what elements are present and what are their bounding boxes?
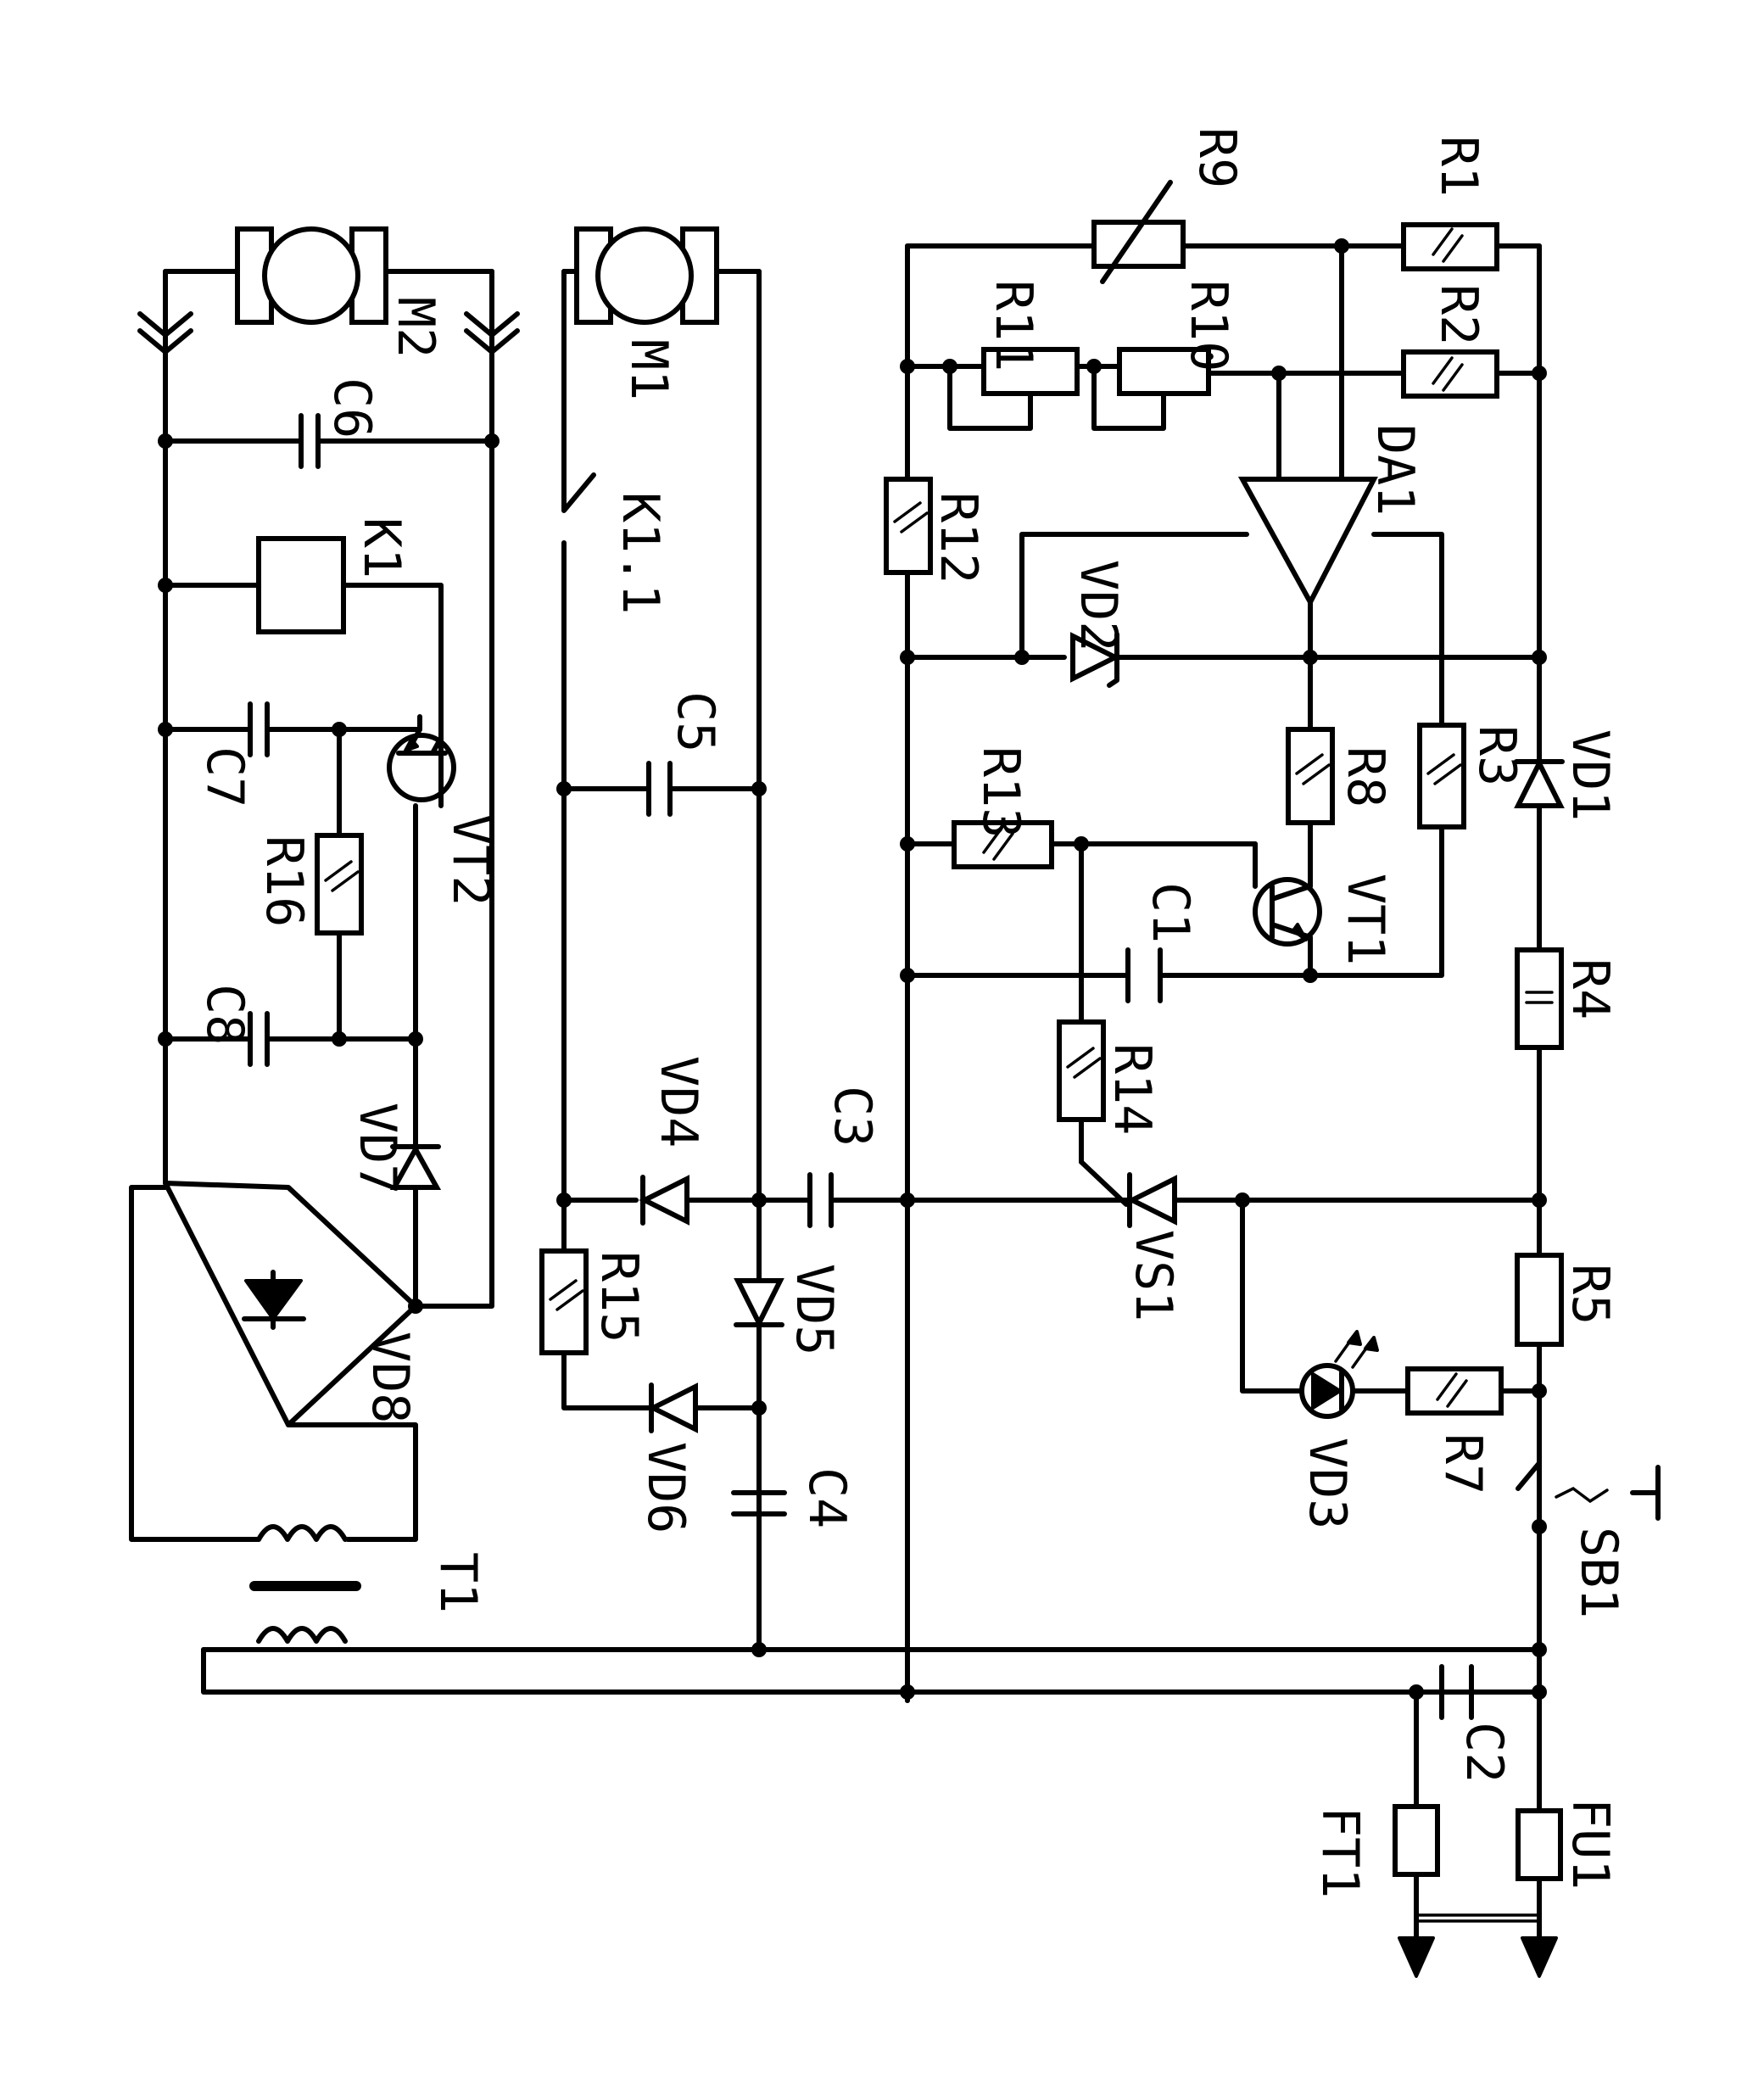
resistor-r3 [1417,723,1466,829]
label-k1-1: K1.1 [611,492,670,615]
middle-section [561,269,910,1652]
resistor-r10 [1091,347,1211,431]
label-vd8: VD8 [360,1332,420,1423]
label-vd5: VD5 [784,1264,844,1355]
label-r4: R4 [1560,958,1620,1019]
label-c8: C8 [195,984,254,1045]
sb1-switch [1516,1461,1661,1652]
label-c1: C1 [1141,882,1200,943]
resistor-r8 [1286,727,1335,825]
fuse-ft1 [1393,1804,1440,1877]
label-vd3: VD3 [1298,1438,1357,1529]
capacitor-c8 [248,1011,270,1067]
diode-vd1 [1514,757,1565,808]
label-vd7: VD7 [348,1103,407,1194]
label-m2: M2 [386,297,445,358]
label-fu1: FU1 [1560,1798,1620,1890]
label-r13: R13 [971,746,1030,838]
transistor-vt2 [387,714,456,808]
label-r5: R5 [1560,1264,1620,1325]
label-r10: R10 [1179,280,1238,371]
label-r14: R14 [1102,1043,1162,1135]
label-vd1: VD1 [1560,729,1620,821]
fuse-fu1 [1516,1808,1563,1881]
label-t1: T1 [428,1552,488,1613]
diode-vd2 [1070,632,1121,688]
label-c7: C7 [195,746,254,807]
capacitor-c4 [731,1405,787,1652]
led-vd3 [1299,1330,1379,1419]
capacitor-c3 [807,1172,834,1228]
resistor-r12 [884,477,933,575]
label-c6: C6 [322,377,382,438]
diode-vd7 [389,1036,442,1309]
label-sb1: SB1 [1569,1527,1628,1618]
label-r3: R3 [1467,725,1527,786]
label-vd4: VD4 [649,1056,708,1148]
diode-vd4 [639,1175,689,1226]
left-section [129,269,494,1652]
resistor-r16 [315,833,364,936]
label-r7: R7 [1433,1433,1493,1494]
resistor-r5 [1515,1253,1564,1347]
label-k1: K1 [352,517,411,578]
component-labels: R1 R2 R9 R10 R11 R12 DA1 VD2 R13 R8 R3 V… [195,127,1628,1898]
op-amp-da1 [1237,477,1378,608]
capacitor-c7 [248,701,270,757]
diode-vd5 [734,1278,784,1329]
label-r9: R9 [1187,127,1247,188]
diode-vd8-bridge [242,1270,306,1330]
label-r2: R2 [1429,284,1488,345]
junction-dots [158,238,1547,1700]
resistor-r1 [1401,222,1499,271]
resistor-r15 [539,1248,589,1355]
label-r11: R11 [984,280,1043,371]
control-section [905,243,1542,1703]
resistor-r7 [1405,1366,1504,1416]
label-r1: R1 [1429,136,1488,197]
transformer-t1 [249,1524,361,1644]
resistor-r14 [1057,1019,1106,1122]
resistor-r13 [952,820,1054,869]
power-bus [201,1647,1558,1978]
label-vt1: VT1 [1336,874,1395,965]
motor-m2 [137,226,520,355]
resistor-r2 [1401,349,1499,399]
label-vt2: VT2 [441,814,500,906]
label-c4: C4 [797,1467,857,1528]
label-da1: DA1 [1365,424,1425,516]
label-c5: C5 [666,691,725,752]
label-c2: C2 [1454,1722,1514,1783]
label-vd2: VD2 [1069,560,1128,651]
capacitor-c5 [646,761,673,817]
resistor-r9 [1091,180,1186,284]
diode-vd6 [647,1382,698,1433]
relay-coil-k1 [256,536,346,634]
capacitor-c1 [1125,947,1163,1003]
capacitor-c2 [1439,1664,1474,1720]
label-m1: M1 [619,339,678,400]
label-r16: R16 [254,835,314,927]
label-c3: C3 [823,1086,882,1147]
resistor-r4 [1515,947,1564,1050]
label-r8: R8 [1336,746,1395,807]
label-r12: R12 [929,492,988,584]
label-r15: R15 [589,1251,649,1343]
label-ft1: FT1 [1310,1807,1370,1898]
capacitor-c6 [299,413,321,469]
label-vd6: VD6 [636,1442,695,1533]
thyristor-vs1 [1100,1172,1177,1228]
resistor-r11 [947,347,1122,431]
label-vs1: VS1 [1124,1230,1183,1321]
motor-m1 [561,226,762,325]
transistor-vt1 [1253,841,1322,947]
